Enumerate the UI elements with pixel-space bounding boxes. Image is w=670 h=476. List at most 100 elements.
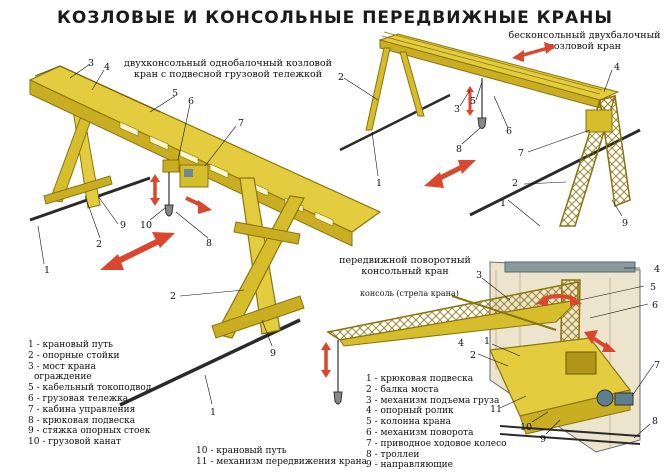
legend-left-item: 10 - грузовой канат (28, 437, 121, 448)
crane2-arrow-hoist-up (466, 86, 474, 92)
crane1-back-tie (43, 175, 113, 205)
legend-crane3: 1 - крюковая подвеска 2 - балка моста 3 … (366, 374, 507, 471)
callout-c3-6: 6 (652, 300, 658, 311)
crane2-leaders (343, 69, 623, 227)
crane1-bridge-openings (119, 121, 334, 227)
callout-c2-5: 5 (470, 96, 476, 107)
crane2-rail-back (339, 93, 451, 152)
legend-right-item: 2 - балка моста (366, 384, 439, 395)
crane3-arrow-hoist-up (321, 342, 331, 350)
callout-c1-2b: 2 (170, 291, 176, 302)
callout-c1-8: 8 (206, 238, 212, 249)
legend-left-item: 7 - кабина управления (28, 404, 136, 415)
crane2-hook (477, 117, 487, 129)
callout-c3-3: 3 (476, 270, 482, 281)
callout-c3-9: 9 (540, 434, 546, 445)
callout-c2-4: 4 (614, 62, 620, 73)
callout-c3-7: 7 (654, 360, 660, 371)
callout-c1-2: 2 (96, 239, 102, 250)
callout-c1-10: 10 (140, 220, 152, 231)
caption-crane1: двухконсольный однобалочный козловой кра… (118, 58, 338, 80)
crane2-arrow-travel-right (458, 160, 476, 174)
callout-c1-5: 5 (172, 88, 178, 99)
callout-c2-3: 3 (454, 104, 460, 115)
callout-c3-4: 4 (654, 264, 660, 275)
crane3-drive-motor (596, 389, 614, 407)
callout-c2-9: 9 (622, 218, 628, 229)
crane3-hoist-mechanism (565, 351, 597, 375)
crane1-callout-numbers: 1 2 3 4 5 6 7 8 9 10 2 9 1 (44, 58, 276, 418)
crane3-guide-rail-1 (499, 425, 641, 437)
legend-right-item: 7 - приводное ходовое колесо (366, 438, 507, 449)
crane1-front-brace (233, 221, 301, 245)
crane3-arrow-slew-right (570, 294, 582, 306)
crane3-drive-gear (614, 392, 634, 406)
legend-right-item: 5 - колонна крана (366, 417, 452, 428)
callout-c1-4: 4 (104, 62, 110, 73)
callout-c2-2: 2 (338, 72, 344, 83)
legend-left-item: 2 - опорные стойки (28, 350, 120, 361)
crane3-hook (333, 391, 343, 405)
legend-mid-item: 10 - крановый путь (196, 446, 287, 456)
callout-c3-2: 2 (470, 350, 476, 361)
crane3-boom-label: консоль (стрела крана) (360, 289, 459, 298)
callout-c1-7: 7 (238, 118, 244, 129)
legend-left-item: 5 - кабельный токоподвод (28, 383, 152, 394)
crane2-arrow-trolley-left (512, 50, 524, 62)
caption-crane1-line1: двухконсольный однобалочный козловой (124, 58, 332, 69)
legend-right-item: 9 - направляющие (366, 460, 453, 471)
crane1-arrow-travel-right (152, 232, 175, 248)
crane2-drawing: 1 2 3 4 5 6 7 8 2 1 9 (338, 31, 641, 229)
callout-c1-1b: 1 (210, 407, 216, 418)
crane2-cabin (585, 109, 613, 133)
callout-c1-3: 3 (88, 58, 94, 69)
callout-c2-1b: 1 (500, 198, 506, 209)
legend-left-item: ограждение (34, 372, 92, 383)
crane1-hook (164, 204, 174, 217)
callout-c2-7: 7 (518, 148, 524, 159)
crane3-arrow-hoist-down (321, 370, 331, 378)
callout-c1-9: 9 (120, 220, 126, 231)
crane3-drawing: 1 2 3 4 5 6 7 8 9 10 11 4 консоль (стрел… (321, 261, 660, 453)
crane1-drawing: 1 2 3 4 5 6 7 8 9 10 2 9 1 (28, 58, 382, 418)
crane1-arrow-hoist-up (150, 174, 160, 182)
crane3-callout-numbers: 1 2 3 4 5 6 7 8 9 10 11 4 (458, 264, 660, 445)
crane1-leaders (37, 63, 273, 405)
caption-crane2-line1: бесконсольный двухбалочный (508, 30, 661, 41)
legend-mid-item: 11 - механизм передвижения крана (196, 456, 368, 467)
legend-right-item: 1 - крюковая подвеска (366, 374, 474, 384)
caption-crane3-line1: передвижной поворотный (339, 255, 471, 266)
caption-crane2: бесконсольный двухбалочный козловой кран (502, 30, 667, 52)
crane1-arrow-hoist-down (150, 198, 160, 206)
callout-c3-5: 5 (650, 282, 656, 293)
caption-crane1-line2: кран с подвесной грузовой тележкой (133, 69, 323, 80)
callout-c3-10: 10 (520, 422, 532, 433)
legend-left-item: 8 - крюковая подвеска (28, 415, 136, 426)
callout-c2-1: 1 (376, 178, 382, 189)
legend-left-item: 6 - грузовая тележка (28, 393, 129, 404)
crane3-guide-rail-2 (499, 433, 641, 445)
callout-c2-8: 8 (456, 144, 462, 155)
legend-left-item: 1 - крановый путь (28, 340, 113, 350)
poster-title: КОЗЛОВЫЕ И КОНСОЛЬНЫЕ ПЕРЕДВИЖНЫЕ КРАНЫ (57, 8, 613, 28)
crane2-arrow-trolley-shaft (519, 46, 549, 58)
callout-c1-1: 1 (44, 265, 50, 276)
callout-c3-11: 11 (490, 404, 502, 415)
crane3-arrow-travel-right (602, 342, 616, 352)
crane3-top-beam (504, 261, 636, 273)
crane3-boom-lower (339, 299, 580, 347)
callout-c1-9b: 9 (270, 348, 276, 359)
callout-c2-6: 6 (506, 126, 512, 137)
legend-right-item: 3 - механизм подъема груза (366, 395, 500, 406)
crane2-arrow-hoist-down (466, 110, 474, 116)
crane2-arrow-travel-left (424, 172, 444, 188)
callout-c3-4b: 4 (458, 338, 464, 349)
callout-c3-8: 8 (652, 416, 658, 427)
crane1-trolley (162, 159, 180, 173)
crane1-arrow-travel-left (100, 254, 124, 270)
legend-left-item: 9 - стяжка опорных стоек (28, 426, 151, 437)
crane1-cabin-window (184, 169, 193, 177)
callout-c2-2b: 2 (512, 178, 518, 189)
